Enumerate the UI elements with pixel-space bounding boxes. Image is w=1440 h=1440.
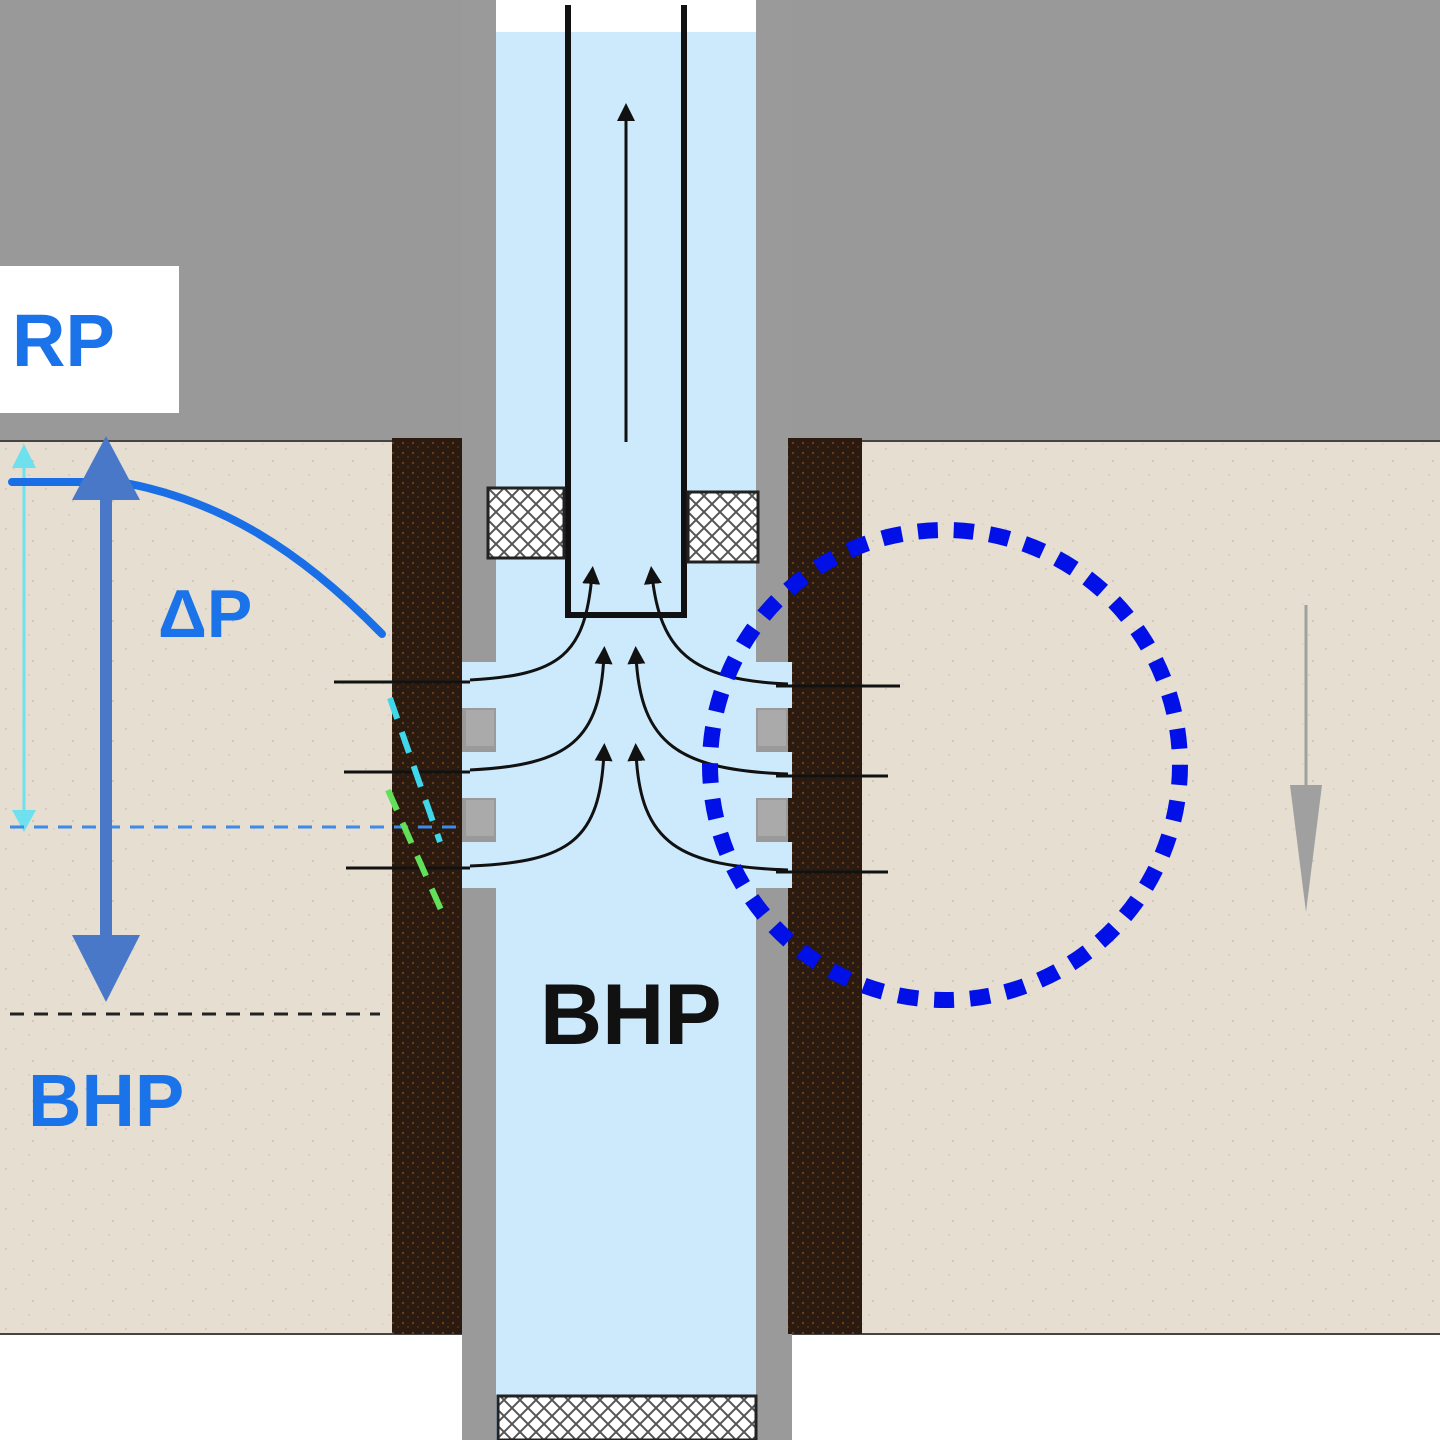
rp-label: RP — [12, 299, 115, 382]
pressure-profile-curve — [8, 478, 386, 638]
near-well-dashes — [385, 697, 445, 914]
inflow-paths — [469, 566, 789, 872]
gray-down-arrow — [1290, 605, 1322, 912]
packer-right — [686, 490, 760, 564]
bottom-plug — [496, 1394, 758, 1440]
blue-double-arrow — [72, 436, 140, 1002]
bhp-label-left: BHP — [28, 1059, 184, 1142]
delta-p-label: ΔP — [158, 576, 252, 652]
packer-left — [486, 486, 566, 560]
cement-sheath-left — [392, 438, 462, 1334]
formation-left — [0, 440, 392, 1333]
dotted-highlight-circle — [702, 522, 1188, 1008]
perforation-tunnels — [334, 680, 900, 874]
overburden-right — [792, 0, 1440, 440]
bhp-label-center: BHP — [540, 967, 722, 1063]
rp-label-box — [0, 266, 179, 413]
